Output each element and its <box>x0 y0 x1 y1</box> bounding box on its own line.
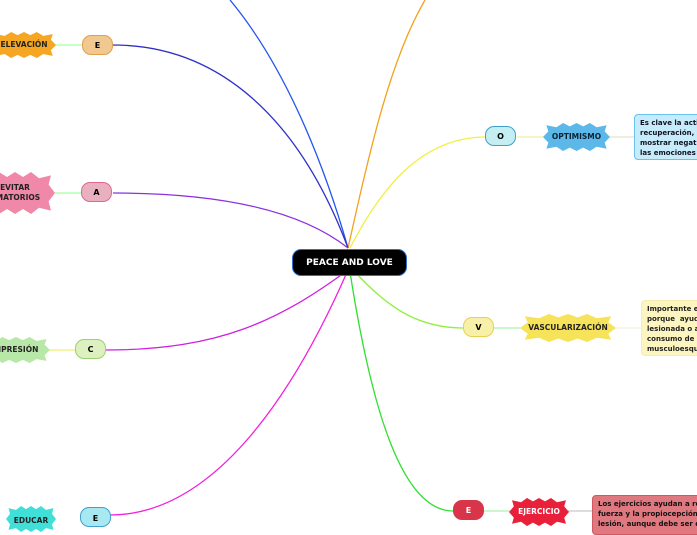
note-vascularizacion: Importante el t porque ayuda lesionada o… <box>641 300 697 356</box>
letter-a[interactable]: A <box>81 182 112 202</box>
branch-line-e-top <box>112 44 349 249</box>
topic-compresion[interactable]: MPRESIÓN <box>0 337 50 363</box>
branch-line-o <box>349 136 487 249</box>
topic-optimismo[interactable]: OPTIMISMO <box>543 123 610 151</box>
letter-e-left[interactable]: E <box>80 507 111 527</box>
branch-line-c <box>105 269 349 351</box>
letter-e-top[interactable]: E <box>82 35 113 55</box>
topic-educar[interactable]: EDUCAR <box>6 506 56 532</box>
branch-line-top-blue <box>229 0 349 249</box>
letter-v[interactable]: V <box>463 317 494 337</box>
branch-line-top-orange <box>347 0 426 249</box>
letter-o[interactable]: O <box>485 126 516 146</box>
note-ejercicio: Los ejercicios ayudan a recup fuerza y l… <box>592 495 697 535</box>
topic-ejercicio[interactable]: EJERCICIO <box>509 498 569 526</box>
central-topic[interactable]: PEACE AND LOVE <box>292 249 407 276</box>
topic-elevacion[interactable]: ELEVACIÓN <box>0 32 56 58</box>
topic-evitar-antiinflamatorios[interactable]: EVITAR AMATORIOS <box>0 172 55 214</box>
note-optimismo: Es clave la actitu recuperación, en most… <box>634 114 697 160</box>
topic-vascularizacion[interactable]: VASCULARIZACIÓN <box>520 314 616 342</box>
branch-line-a <box>112 192 349 249</box>
connector-lines <box>48 0 642 516</box>
branch-line-v <box>354 271 465 329</box>
letter-e-right[interactable]: E <box>453 500 484 520</box>
branch-line-e-left <box>109 269 349 516</box>
branch-line-e-right <box>349 271 454 512</box>
letter-c[interactable]: C <box>75 339 106 359</box>
